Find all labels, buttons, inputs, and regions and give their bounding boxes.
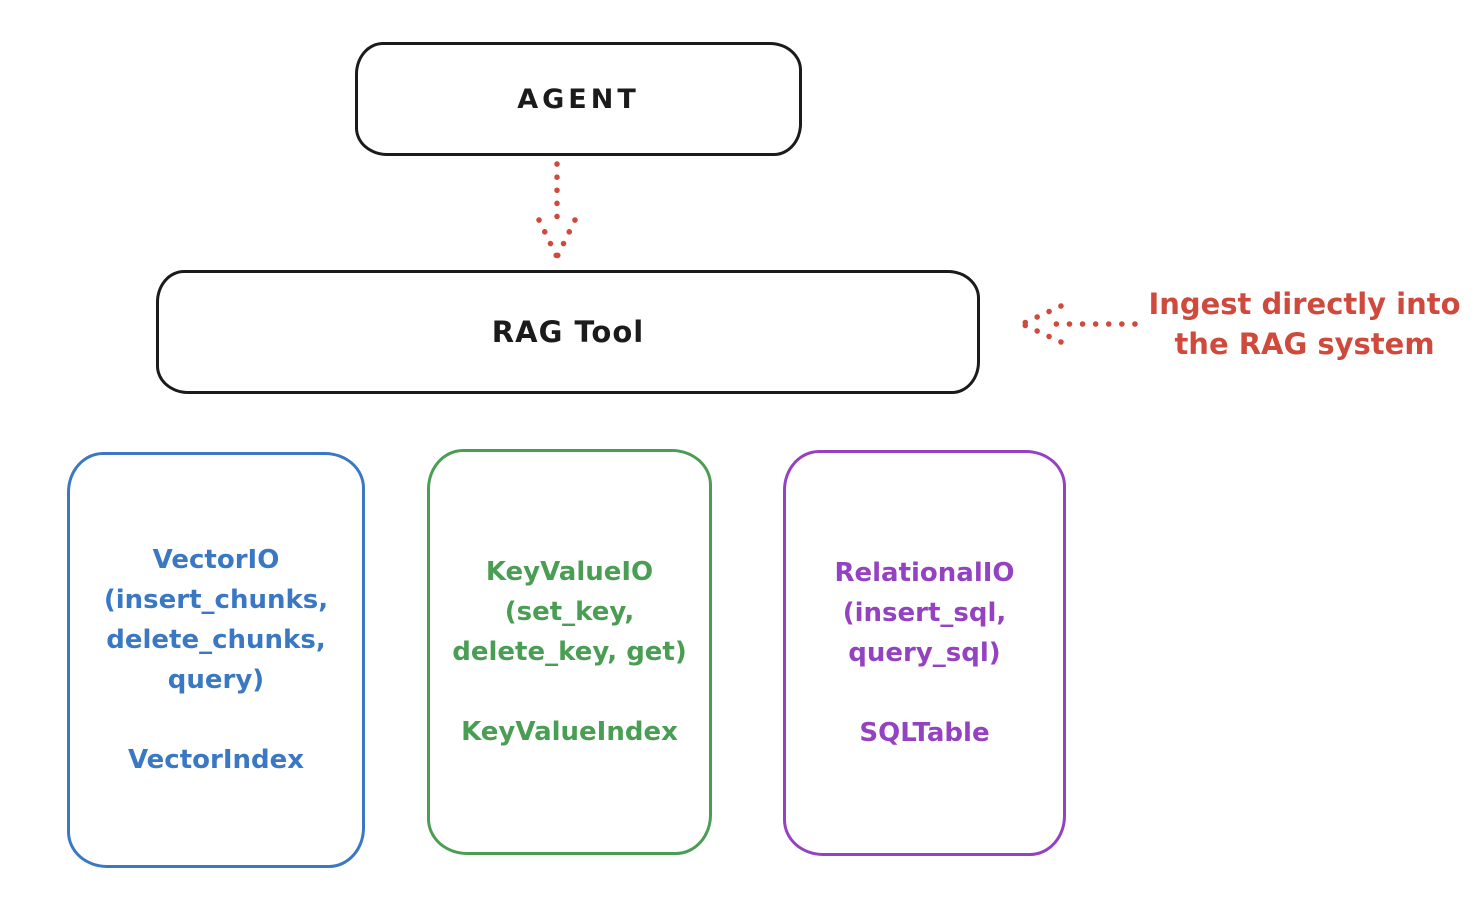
node-vector-io: VectorIO (insert_chunks, delete_chunks, … (67, 452, 365, 868)
node-agent: AGENT (355, 42, 802, 156)
spacer (104, 700, 328, 740)
arrowhead-top-stroke (1019, 303, 1064, 327)
node-key-value-io-index-label: KeyValueIndex (461, 717, 678, 747)
spacer (452, 672, 687, 712)
node-key-value-io-title: KeyValueIO (485, 557, 654, 587)
dotted-arrow-down-icon (536, 161, 578, 260)
node-vector-io-title: VectorIO (152, 545, 280, 575)
node-rag-tool: RAG Tool (156, 270, 980, 394)
node-vector-io-line: (insert_chunks, (103, 585, 329, 615)
node-key-value-io: KeyValueIO (set_key, delete_key, get) Ke… (427, 449, 712, 855)
node-vector-io-text: VectorIO (insert_chunks, delete_chunks, … (104, 540, 328, 780)
node-relational-io: RelationalIO (insert_sql, query_sql) SQL… (783, 450, 1066, 856)
node-relational-io-text: RelationalIO (insert_sql, query_sql) SQL… (834, 553, 1014, 753)
node-relational-io-line: query_sql) (848, 638, 1001, 668)
node-relational-io-index-label: SQLTable (859, 718, 990, 748)
arrowhead-left-stroke (536, 217, 560, 260)
ingest-annotation-line: Ingest directly into (1148, 287, 1461, 321)
node-relational-io-title: RelationalIO (834, 558, 1015, 588)
ingest-annotation-line: the RAG system (1174, 327, 1435, 361)
arrowhead-right-stroke (554, 217, 578, 260)
node-rag-tool-label: RAG Tool (491, 315, 645, 349)
ingest-annotation: Ingest directly into the RAG system (1132, 284, 1477, 364)
node-vector-io-index-label: VectorIndex (127, 745, 305, 775)
node-key-value-io-text: KeyValueIO (set_key, delete_key, get) Ke… (452, 552, 687, 752)
node-relational-io-line: (insert_sql, (842, 598, 1007, 628)
node-agent-label: AGENT (517, 83, 640, 115)
node-vector-io-line: query) (167, 665, 265, 695)
node-vector-io-line: delete_chunks, (106, 625, 326, 655)
dotted-arrow-left-icon (1019, 303, 1138, 345)
node-key-value-io-line: delete_key, get) (452, 637, 687, 667)
spacer (834, 673, 1014, 713)
arrowhead-bottom-stroke (1019, 321, 1064, 345)
node-key-value-io-line: (set_key, (504, 597, 635, 627)
